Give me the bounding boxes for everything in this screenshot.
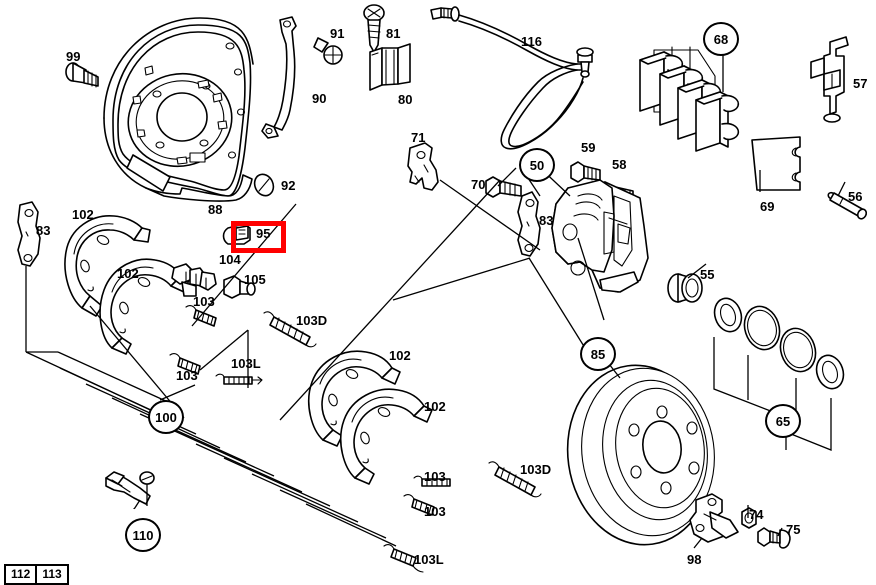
callout-label-98: 98	[687, 552, 702, 567]
part-88-backing-plate	[103, 17, 254, 202]
part-103-spring-center-b	[403, 494, 435, 516]
part-110-expander-lever	[105, 471, 155, 510]
part-98-brake-shoe-expander	[689, 493, 739, 543]
part-99-wheel-bolt	[65, 62, 99, 88]
callout-label-88: 88	[208, 202, 223, 217]
callout-label-103L-a: 103L	[231, 356, 261, 371]
callout-label-58: 58	[612, 157, 627, 172]
part-103L-spring-center	[383, 544, 424, 573]
part-103-spring-center-a	[413, 475, 451, 487]
callout-label-116: 116	[521, 34, 542, 49]
callout-label-56: 56	[848, 189, 863, 204]
callout-label-69: 69	[760, 199, 775, 214]
part-68-brake-pad-set	[639, 46, 740, 152]
part-102-brake-shoe-center-lower	[340, 388, 433, 485]
callout-label-103D-a: 103D	[296, 313, 328, 328]
callout-balloon-85: 85	[580, 337, 616, 371]
part-55-piston	[667, 273, 703, 303]
callout-label-102-a: 102	[72, 207, 94, 222]
callout-label-83-left: 83	[36, 223, 51, 238]
part-50-brake-caliper	[551, 179, 649, 293]
callout-label-102-d: 102	[424, 399, 446, 414]
callout-balloon-50: 50	[519, 148, 555, 182]
page-tab-right[interactable]: 113	[35, 566, 66, 583]
part-57-pad-retaining-spring	[810, 36, 849, 123]
callout-label-103-a: 103	[193, 294, 215, 309]
callout-label-95: 95	[256, 226, 271, 241]
callout-balloon-68: 68	[703, 22, 739, 56]
part-83-retaining-plate-right	[517, 191, 541, 257]
callout-label-103-c: 103	[424, 469, 446, 484]
part-103D-return-spring-left-group	[263, 311, 317, 348]
part-74-lock-nut	[741, 507, 757, 529]
part-75-bleeder-screw	[757, 527, 791, 549]
callout-label-71: 71	[411, 130, 426, 145]
part-91-cross-head-screw	[313, 37, 343, 65]
page-number-tabs: 112 113	[4, 564, 69, 585]
callout-label-103L-b: 103L	[414, 552, 444, 567]
callout-label-103-b: 103	[176, 368, 198, 383]
callout-label-59: 59	[581, 140, 596, 155]
part-80-sheet-metal-clip	[369, 43, 411, 91]
callout-label-57: 57	[853, 76, 868, 91]
part-103-hold-down-spring-b	[169, 353, 201, 375]
part-116-brake-hose	[430, 6, 594, 150]
callout-label-105: 105	[244, 272, 266, 287]
part-104-brake-shoe-adjuster	[171, 263, 217, 297]
callout-label-102-c: 102	[389, 348, 411, 363]
part-95-adjuster-clip	[222, 223, 251, 245]
callout-label-103D-b: 103D	[520, 462, 552, 477]
callout-label-70: 70	[471, 177, 486, 192]
callout-label-104: 104	[219, 252, 241, 267]
part-69-anti-squeal-shim	[751, 136, 801, 191]
callout-label-55: 55	[700, 267, 715, 282]
part-85-brake-disc-rotor	[566, 364, 715, 546]
callout-label-91: 91	[330, 26, 345, 41]
part-103L-return-spring-left-group	[215, 373, 263, 385]
callout-label-99: 99	[66, 49, 81, 64]
callout-label-83-right: 83	[539, 213, 554, 228]
callout-label-80: 80	[398, 92, 413, 107]
callout-label-75: 75	[786, 522, 801, 537]
part-90-hose-bracket	[261, 16, 297, 139]
callout-balloon-110: 110	[125, 518, 161, 552]
callout-label-81: 81	[386, 26, 401, 41]
callout-label-92: 92	[281, 178, 296, 193]
callout-label-74: 74	[749, 507, 764, 522]
callout-label-90: 90	[312, 91, 327, 106]
callout-balloon-100: 100	[148, 400, 184, 434]
part-92-plug-cap	[253, 173, 275, 197]
part-65-seal-ring-set	[713, 297, 845, 451]
part-59-hex-bolt-short	[570, 161, 601, 183]
page-tab-left[interactable]: 112	[11, 567, 31, 581]
part-56-retaining-pin	[827, 191, 868, 220]
callout-label-103-d: 103	[424, 504, 446, 519]
callout-balloon-65: 65	[765, 404, 801, 438]
part-71-caliper-bracket	[407, 142, 439, 191]
part-105-adjuster-plug	[223, 275, 256, 299]
part-81-self-tapping-screw	[363, 4, 385, 53]
part-103-hold-down-spring-a	[185, 305, 217, 327]
part-103D-spring-center	[488, 461, 542, 498]
part-83-retaining-plate-left	[17, 201, 41, 267]
callout-label-102-b: 102	[117, 266, 139, 281]
